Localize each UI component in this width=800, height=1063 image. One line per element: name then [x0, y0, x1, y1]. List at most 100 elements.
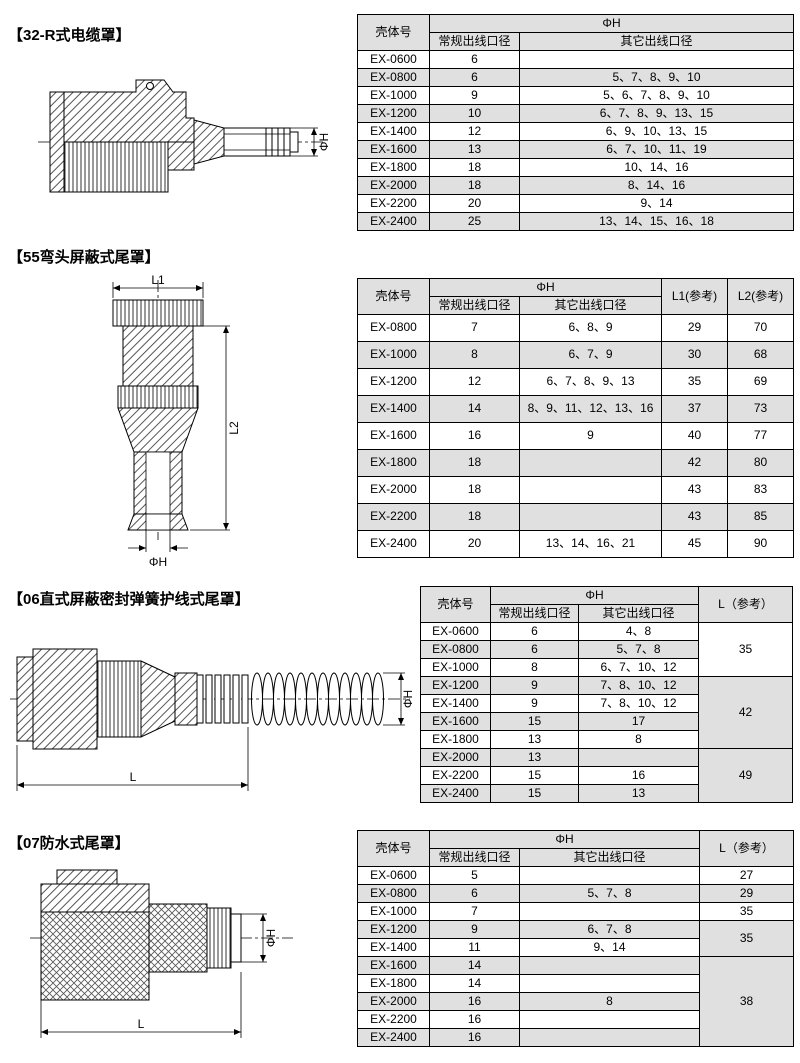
cell-other: 8 [578, 730, 699, 749]
cell-other: 6、7、8、9、13 [519, 368, 662, 396]
col-header-l2: L2(参考) [727, 278, 794, 315]
cell-l2: 70 [727, 314, 794, 342]
dimension-label-phih: ΦH [317, 133, 331, 151]
cell-shell: EX-1200 [357, 368, 430, 396]
cell-l1: 30 [661, 341, 728, 369]
cell-shell: EX-2400 [357, 530, 430, 558]
cell-shell: EX-0600 [357, 50, 430, 69]
col-header-phih: ΦH [429, 14, 794, 33]
cell-regular: 6 [490, 622, 579, 641]
cell-shell: EX-1800 [357, 449, 430, 477]
cell-other: 4、8 [578, 622, 699, 641]
cell-shell: EX-0800 [357, 884, 430, 903]
cell-regular: 8 [490, 658, 579, 677]
cell-regular: 7 [429, 902, 520, 921]
cell-regular: 12 [429, 122, 520, 141]
col-header-shell: 壳体号 [420, 586, 491, 623]
col-header-shell: 壳体号 [357, 278, 430, 315]
table-header-row: 壳体号 ΦH L（参考） [357, 830, 794, 867]
cell-shell: EX-1400 [357, 395, 430, 423]
cell-regular: 8 [429, 341, 520, 369]
cell-shell: EX-1000 [357, 902, 430, 921]
cell-regular: 12 [429, 368, 520, 396]
cell-other: 10、14、16 [519, 158, 794, 177]
cell-shell: EX-1600 [357, 956, 430, 975]
cell-regular: 9 [490, 676, 579, 695]
cell-regular: 9 [429, 86, 520, 105]
cell-other: 17 [578, 712, 699, 731]
cell-shell: EX-2200 [357, 194, 430, 213]
cell-l1: 43 [661, 476, 728, 504]
cell-l2: 68 [727, 341, 794, 369]
cell-other: 7、8、10、12 [578, 676, 699, 695]
cell-other [519, 956, 700, 975]
cell-shell: EX-2400 [357, 212, 430, 231]
cell-shell: EX-1600 [357, 422, 430, 450]
cell-l: 27 [699, 866, 794, 885]
cell-other: 16 [578, 766, 699, 785]
dimension-label-phih: ΦH [401, 690, 415, 708]
dimension-label-l: L [130, 770, 137, 784]
cell-l2: 80 [727, 449, 794, 477]
cell-regular: 15 [490, 712, 579, 731]
cell-shell: EX-0800 [357, 314, 430, 342]
cell-l2: 85 [727, 503, 794, 531]
col-header-phih: ΦH [429, 830, 700, 849]
cell-regular: 13 [429, 140, 520, 159]
cell-other [578, 748, 699, 767]
cell-regular: 10 [429, 104, 520, 123]
cell-shell: EX-1600 [420, 712, 491, 731]
cell-other: 6、9、10、13、15 [519, 122, 794, 141]
col-header-regular: 常规出线口径 [429, 296, 520, 315]
cell-shell: EX-2000 [357, 476, 430, 504]
cell-shell: EX-1400 [420, 694, 491, 713]
cell-shell: EX-1800 [420, 730, 491, 749]
cell-other: 6、7、10、11、19 [519, 140, 794, 159]
cell-other [519, 866, 700, 885]
col-header-phih: ΦH [429, 278, 662, 297]
cell-other [519, 902, 700, 921]
cell-shell: EX-2000 [357, 992, 430, 1011]
cell-regular: 7 [429, 314, 520, 342]
cell-l2: 90 [727, 530, 794, 558]
table-header-row: 常规出线口径 其它出线口径 [358, 296, 794, 315]
cell-l: 49 [698, 748, 793, 803]
cell-l2: 69 [727, 368, 794, 396]
table-header-row: 壳体号 ΦH L（参考） [420, 586, 793, 623]
cell-shell: EX-1800 [357, 158, 430, 177]
cell-other: 5、7、8、9、10 [519, 68, 794, 87]
cell-regular: 13 [490, 748, 579, 767]
cell-other: 6、7、8、9、13、15 [519, 104, 794, 123]
cell-regular: 16 [429, 1010, 520, 1029]
cell-regular: 13 [490, 730, 579, 749]
cell-regular: 16 [429, 1028, 520, 1047]
cell-l1: 43 [661, 503, 728, 531]
cell-regular: 6 [429, 50, 520, 69]
cell-l: 42 [698, 676, 793, 749]
col-header-other: 其它出线口径 [519, 32, 794, 51]
col-header-l: L（参考） [698, 586, 793, 623]
cell-l1: 45 [661, 530, 728, 558]
cell-regular: 18 [429, 158, 520, 177]
cell-regular: 5 [429, 866, 520, 885]
cell-regular: 25 [429, 212, 520, 231]
cell-shell: EX-0800 [420, 640, 491, 659]
section-title-06: 【06直式屏蔽密封弹簧护线式尾罩】 [8, 591, 250, 608]
col-header-regular: 常规出线口径 [490, 604, 579, 623]
